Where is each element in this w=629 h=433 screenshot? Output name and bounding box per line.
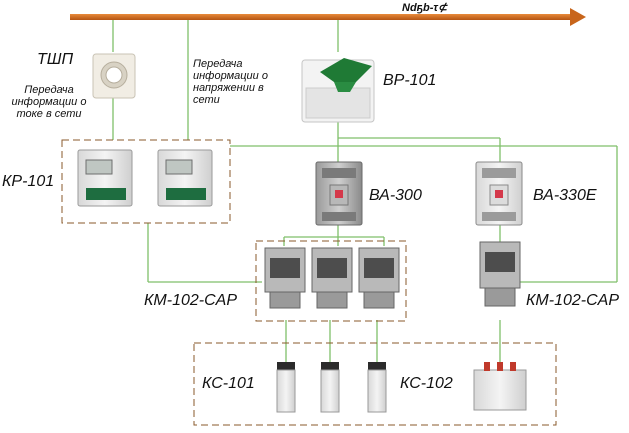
connection-wires (112, 20, 618, 362)
bus-label: Ndҕb-τ⊄ (402, 2, 448, 14)
va330e-label: ВА-330Е (533, 187, 597, 204)
km102-right-label: КМ-102-CAP (526, 292, 620, 309)
contactor-1 (264, 247, 306, 309)
contactor-4 (479, 241, 521, 307)
ks101-label: КС-101 (202, 375, 255, 392)
contactor-2 (311, 247, 353, 309)
ks-box (193, 342, 557, 426)
vr101-device-image (301, 58, 375, 123)
tshp-label: ТШП (37, 51, 74, 68)
tshp-device-image (92, 53, 136, 99)
kr101-device-images (77, 149, 213, 207)
capacitor-2 (320, 362, 340, 413)
group-boxes (61, 139, 557, 426)
vr101-label: ВР-101 (383, 72, 437, 89)
capacitor-bank (473, 362, 527, 411)
main-bus-arrow (70, 8, 586, 26)
contactor-images (264, 241, 521, 309)
contactor-3 (358, 247, 400, 309)
kr101-label: КР-101 (2, 173, 55, 190)
capacitor-images (276, 362, 527, 413)
info-current-label: Передача информации о токе в сети (11, 84, 87, 120)
ks102-label: КС-102 (400, 375, 453, 392)
km102-left-label: КМ-102-CAP (144, 292, 238, 309)
va300-device-image (315, 161, 363, 226)
kr101-box (61, 139, 231, 224)
capacitor-1 (276, 362, 296, 413)
va300-label: ВА-300 (369, 187, 422, 204)
capacitor-3 (367, 362, 387, 413)
km102-box (255, 240, 407, 322)
va330e-device-image (475, 161, 523, 226)
info-voltage-label: Передача информации о напряжении в сети (193, 58, 268, 106)
